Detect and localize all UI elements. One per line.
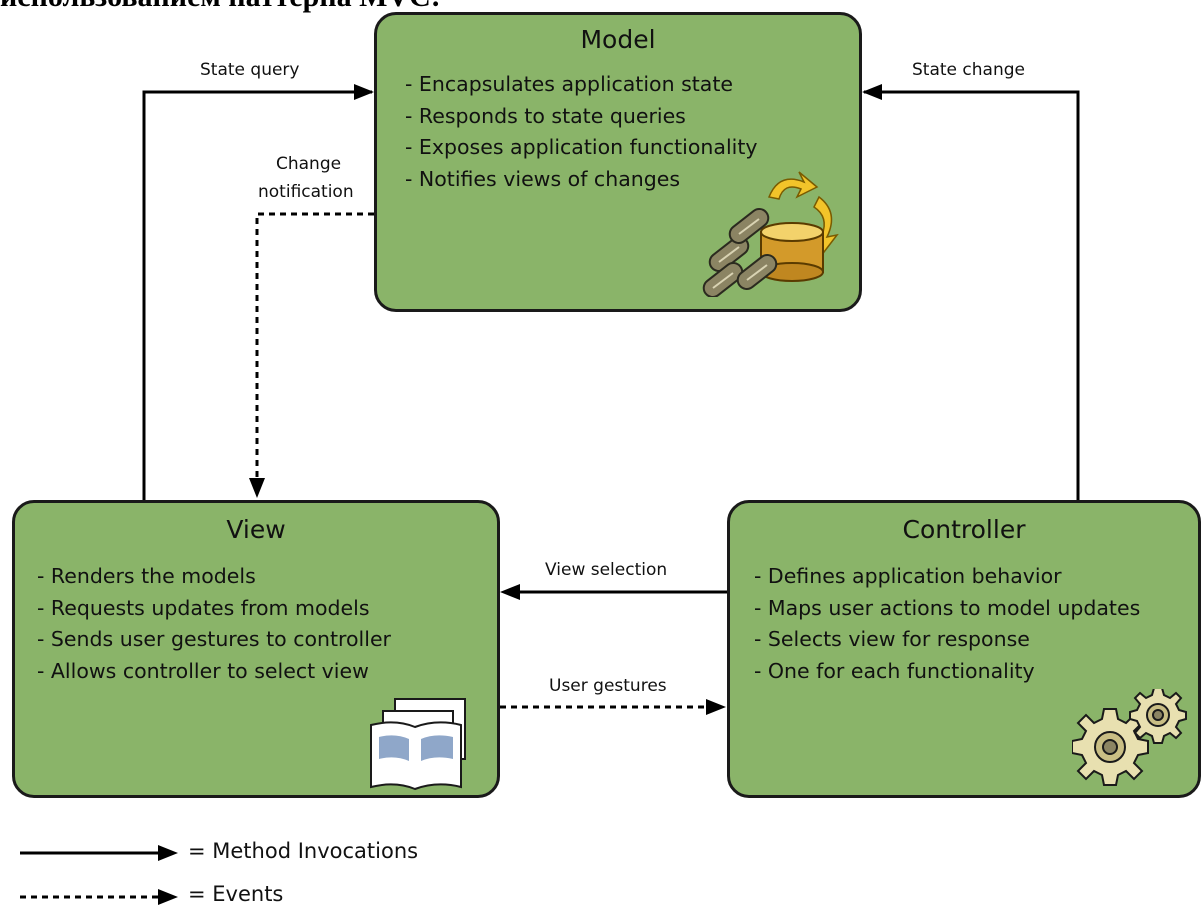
- model-title: Model: [580, 25, 656, 54]
- state-query-arrow: [142, 90, 372, 500]
- list-item: - Selects view for response: [754, 627, 1030, 651]
- list-item: - Renders the models: [37, 564, 256, 588]
- change-notification-arrow: [255, 212, 374, 480]
- list-item: - Maps user actions to model updates: [754, 595, 1141, 620]
- list-item: - Defines application behavior: [754, 564, 1062, 588]
- view-responsibilities: - Renders the models - Requests updates …: [37, 561, 391, 687]
- view-title: View: [226, 515, 286, 544]
- list-item: - Encapsulates application state: [405, 72, 734, 96]
- list-item: - Exposes application functionality: [405, 135, 758, 159]
- state-change-arrow: [864, 90, 1080, 500]
- legend-events: = Events: [188, 882, 284, 906]
- list-item: - Notifies views of changes: [405, 166, 681, 191]
- list-item: - Requests updates from models: [37, 595, 370, 620]
- controller-responsibilities: - Defines application behavior - Maps us…: [754, 561, 1140, 687]
- legend-method-invocations: = Method Invocations: [188, 839, 419, 863]
- list-item: - Responds to state queries: [405, 103, 686, 128]
- controller-box: Controller - Defines application behavio…: [727, 500, 1201, 798]
- view-box: View - Renders the models - Requests upd…: [12, 500, 500, 798]
- state-query-label: State query: [200, 60, 300, 80]
- view-selection-label: View selection: [545, 560, 668, 580]
- list-item: - Allows controller to select view: [37, 658, 369, 683]
- user-gestures-label: User gestures: [549, 676, 667, 696]
- caption-text: использованием паттерна MVC:: [0, 0, 441, 14]
- list-item: - One for each functionality: [754, 658, 1035, 683]
- database-chain-icon: [702, 171, 839, 297]
- model-responsibilities: - Encapsulates application state - Respo…: [405, 69, 758, 195]
- state-change-label: State change: [912, 60, 1025, 80]
- change-notification-label-line1: Change: [276, 154, 342, 174]
- list-item: - Sends user gestures to controller: [37, 627, 391, 651]
- model-box: Model - Encapsulates application state -…: [374, 12, 862, 312]
- pages-icon: [370, 698, 466, 791]
- change-notification-label-line2: notification: [258, 182, 354, 202]
- gears-icon: [1072, 689, 1187, 786]
- controller-title: Controller: [902, 515, 1026, 544]
